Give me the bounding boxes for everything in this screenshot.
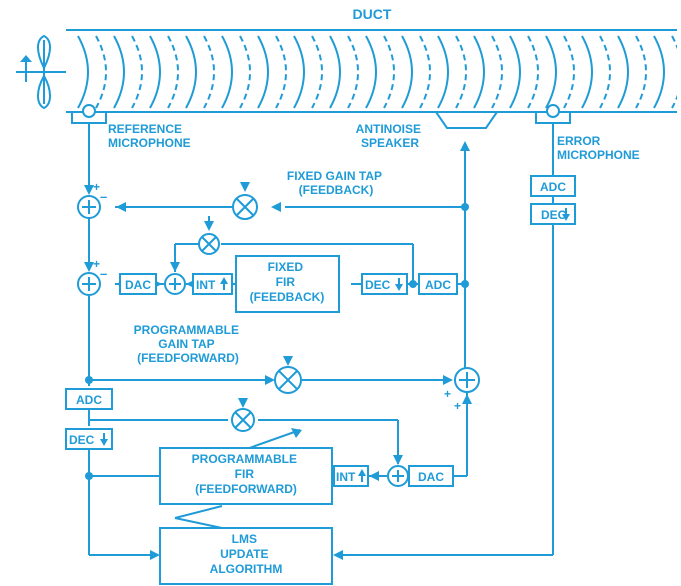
programmable-gain-multiplier	[274, 366, 302, 394]
wavefront-arc	[239, 35, 251, 109]
wavefront-arc	[653, 35, 665, 109]
fir-tap-multiplier	[198, 233, 220, 255]
summer-3	[164, 273, 186, 295]
wavefront-arc	[365, 35, 377, 109]
wavefront-arc	[383, 35, 395, 109]
wavefront-arc	[437, 35, 449, 109]
wavefront-arc	[419, 35, 431, 109]
wavefront-arc	[185, 35, 197, 109]
wavefront-arc	[95, 35, 107, 109]
svg-text:FIXED FIR (FEEDBAC: FIXED FIR (FEEDBACK)	[250, 260, 325, 304]
wavefront-arc	[473, 35, 485, 109]
feedback-int-block: INT	[192, 273, 233, 295]
reference-dec-block: DEC	[65, 428, 113, 450]
svg-text:INT: INT	[196, 278, 216, 292]
wavefront-arc	[635, 35, 647, 109]
sign-minus-2: –	[100, 266, 107, 281]
programmable-gain-tap-label: PROGRAMMABLE GAIN TAP (FEEDFORWARD)	[134, 323, 243, 365]
sign-plus-1: +	[93, 180, 100, 194]
junction-dots	[85, 203, 469, 480]
svg-text:ADC: ADC	[540, 180, 566, 194]
wavefront-arc	[77, 35, 89, 109]
antinoise-speaker-label: ANTINOISE SPEAKER	[356, 122, 425, 150]
wavefront-arc	[131, 35, 143, 109]
wavefront-arc	[311, 35, 323, 109]
svg-text:DAC: DAC	[125, 278, 151, 292]
error-dec-block: DEC	[530, 203, 576, 225]
svg-text:PROGRAMMABLE FIR (: PROGRAMMABLE FIR (FEEDFORWARD)	[192, 452, 301, 496]
fixed-gain-multiplier	[232, 194, 258, 220]
fixed-gain-tap-label: FIXED GAIN TAP (FEEDBACK)	[287, 169, 385, 197]
duct: DUCT	[66, 6, 677, 113]
error-microphone-icon	[535, 104, 571, 124]
duct-title: DUCT	[353, 6, 392, 22]
wavefront-arc	[545, 35, 557, 109]
svg-text:DAC: DAC	[418, 470, 444, 484]
summer-4	[454, 367, 480, 393]
wavefront-arc	[275, 35, 287, 109]
sign-plus-2: +	[93, 257, 100, 271]
wavefront-arc	[671, 35, 677, 109]
feedback-adc-block: ADC	[418, 273, 458, 295]
svg-text:DEC: DEC	[69, 433, 95, 447]
reference-adc-block: ADC	[65, 388, 113, 410]
svg-text:DEC: DEC	[365, 278, 391, 292]
wavefront-arc	[617, 35, 629, 109]
wavefront-arc	[257, 35, 269, 109]
summer-2	[77, 272, 101, 296]
svg-text:DEC: DEC	[541, 208, 567, 222]
wavefront-arc	[149, 35, 161, 109]
feedforward-dac-block: DAC	[408, 465, 454, 487]
wavefront-arc	[347, 35, 359, 109]
sound-wavefronts	[77, 35, 677, 109]
wavefront-arc	[167, 35, 179, 109]
reference-microphone-icon	[71, 104, 107, 124]
wavefront-arc	[203, 35, 215, 109]
fan-icon	[16, 34, 66, 110]
summer-1	[77, 195, 101, 219]
wavefront-arc	[509, 35, 521, 109]
error-adc-block: ADC	[530, 175, 576, 197]
feedback-dac-block: DAC	[119, 273, 157, 295]
wavefront-arc	[599, 35, 611, 109]
wavefront-arc	[491, 35, 503, 109]
antinoise-speaker-icon	[434, 111, 499, 129]
sign-plus-3: +	[444, 387, 451, 401]
wavefront-arc	[563, 35, 575, 109]
reference-microphone-label: REFERENCE MICROPHONE	[108, 122, 191, 150]
wavefront-arc	[581, 35, 593, 109]
summer-5	[387, 465, 409, 487]
svg-text:INT: INT	[336, 470, 356, 484]
wavefront-arc	[113, 35, 125, 109]
wavefront-arc	[329, 35, 341, 109]
lms-update-block: LMS UPDATE ALGORITHM	[159, 527, 333, 585]
programmable-fir-block: PROGRAMMABLE FIR (FEEDFORWARD)	[159, 447, 333, 505]
sign-minus-1: –	[100, 189, 107, 204]
prog-fir-tap-multiplier	[231, 408, 255, 432]
fixed-fir-block: FIXED FIR (FEEDBACK)	[235, 255, 340, 313]
svg-text:ADC: ADC	[425, 278, 451, 292]
wavefront-arc	[527, 35, 539, 109]
wavefront-arc	[401, 35, 413, 109]
wavefront-arc	[455, 35, 467, 109]
svg-text:LMS UPDATE ALGORIT: LMS UPDATE ALGORITHM	[210, 532, 283, 576]
feedback-dec-block: DEC	[361, 273, 408, 295]
sign-plus-4: +	[454, 399, 461, 413]
wavefront-arc	[293, 35, 305, 109]
feedforward-int-block: INT	[333, 465, 369, 487]
svg-text:ADC: ADC	[76, 393, 102, 407]
error-microphone-label: ERROR MICROPHONE	[557, 134, 640, 162]
wavefront-arc	[221, 35, 233, 109]
